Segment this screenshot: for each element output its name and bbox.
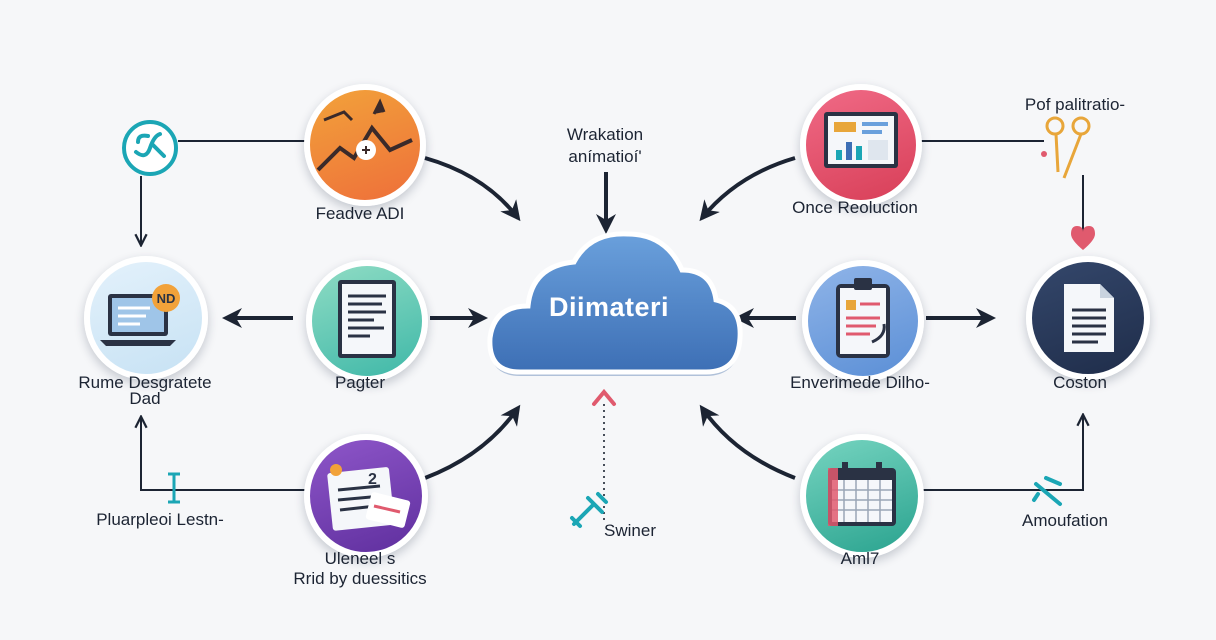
label-animation: anímatioí' bbox=[568, 147, 642, 166]
label-pof: Pof palitratio- bbox=[1024, 95, 1126, 114]
label-pluarpleoi: Pluarpleoi Lestn- bbox=[96, 510, 224, 529]
arrow-once-to-cloud bbox=[699, 156, 796, 222]
label-rume-line2: Dad bbox=[129, 389, 161, 408]
node-coston[interactable] bbox=[1026, 256, 1150, 380]
svg-text:ND: ND bbox=[157, 291, 176, 306]
cloud-shape bbox=[487, 231, 743, 376]
arrow-aml7-to-cloud bbox=[699, 404, 796, 480]
label-coston: Coston bbox=[1053, 373, 1107, 392]
cloud-title: Diimateri bbox=[548, 292, 670, 322]
clipboard-icon bbox=[836, 278, 890, 358]
sk-logo-icon bbox=[122, 120, 178, 176]
laptop-icon: ND bbox=[100, 284, 180, 346]
calendar-icon bbox=[828, 462, 896, 526]
label-uleneel-line2: Rrid by duessitics bbox=[293, 569, 427, 588]
node-pagter[interactable] bbox=[306, 260, 428, 382]
node-enverimede[interactable] bbox=[802, 260, 924, 382]
pin-icon bbox=[570, 492, 608, 528]
arrow-feadve-to-cloud bbox=[424, 156, 521, 222]
label-swiner: Swiner bbox=[604, 521, 656, 540]
label-aml7: Aml7 bbox=[840, 549, 880, 568]
label-pagter: Pagter bbox=[334, 373, 386, 392]
arrow-uleneel-to-cloud bbox=[424, 404, 521, 480]
node-once[interactable] bbox=[800, 84, 922, 206]
label-rume-line1: Rume Desgratete bbox=[78, 373, 212, 392]
label-feadve: Feadve ADI bbox=[315, 204, 405, 223]
node-feadve[interactable] bbox=[304, 84, 426, 206]
connector-aml7-to-coston bbox=[914, 416, 1083, 491]
label-once: Once Reoluction bbox=[792, 198, 918, 217]
node-rume[interactable]: ND bbox=[84, 256, 208, 380]
node-uleneel[interactable]: 2 bbox=[304, 434, 428, 558]
mountain-chart-icon bbox=[316, 98, 413, 172]
pin-icon-right bbox=[1032, 476, 1062, 506]
dashboard-icon bbox=[824, 112, 898, 168]
label-enverimede: Enverimede Dilho- bbox=[790, 373, 930, 392]
node-aml7[interactable] bbox=[800, 434, 924, 558]
label-amoufation: Amoufation bbox=[1022, 511, 1108, 530]
tick-marker-icon bbox=[168, 472, 180, 504]
label-wrakation: Wrakation bbox=[566, 125, 644, 144]
calendar-notes-icon: 2 bbox=[327, 464, 411, 531]
pink-chevron-up bbox=[592, 388, 616, 406]
connector-pluarpleoi-to-rume bbox=[141, 418, 305, 491]
svg-text:2: 2 bbox=[368, 471, 377, 488]
document-icon bbox=[338, 280, 396, 358]
file-icon bbox=[1064, 284, 1114, 352]
label-uleneel-line1: Uleneel s bbox=[324, 549, 396, 568]
key-icon bbox=[1041, 116, 1091, 179]
heart-marker bbox=[1071, 226, 1095, 250]
